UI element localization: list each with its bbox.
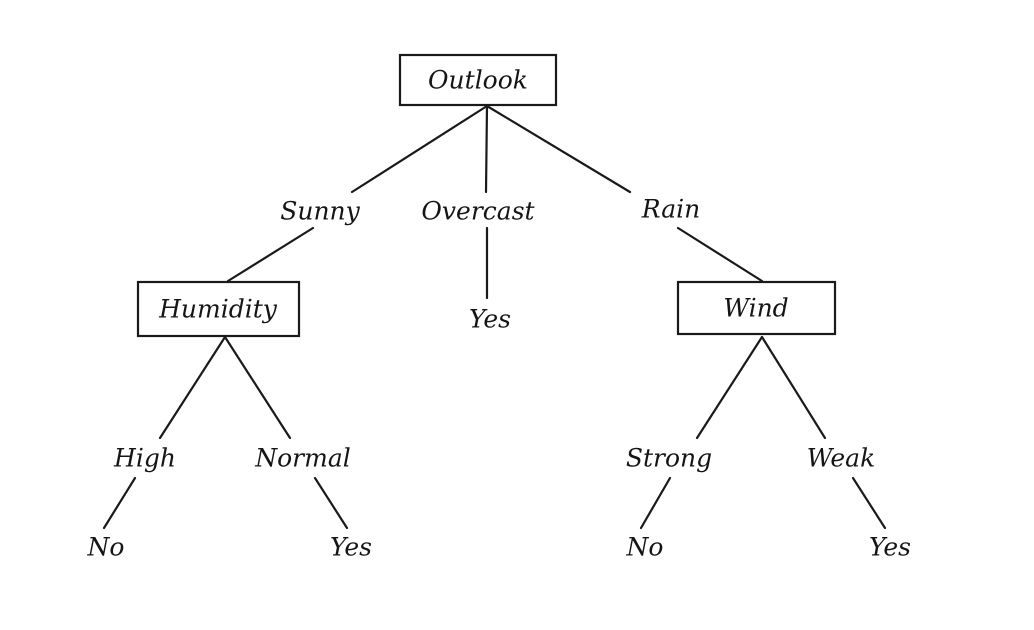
leaf-strong-no: No [626,533,664,562]
branch-label-weak: Weak [807,444,876,473]
node-wind-box [676,280,837,336]
branch-labels: Sunny Overcast Rain High Normal Strong W… [113,195,875,473]
edge-outlook-rain [485,104,632,194]
node-wind-label: Wind [723,294,788,323]
leaf-labels: Yes No Yes No Yes [87,305,911,562]
leaf-weak-yes: Yes [869,533,911,562]
branch-label-high: High [113,444,176,473]
branch-label-normal: Normal [254,444,350,473]
node-humidity: Humidity [136,280,301,338]
edge-wind-weak [760,335,827,440]
edge-outlook-overcast [484,104,489,194]
edge-rain-wind [676,226,764,283]
edge-sunny-humidity [226,226,315,283]
node-humidity-box [136,280,301,338]
edge-normal-yes [313,476,349,530]
node-outlook-box [398,53,558,107]
edge-high-no [102,476,137,530]
node-outlook: Outlook [398,53,558,107]
edge-weak-yes [851,476,887,530]
node-outlook-label: Outlook [428,66,528,95]
node-humidity-label: Humidity [158,295,278,324]
branch-label-strong: Strong [626,444,712,473]
edge-wind-strong [695,335,764,440]
branch-label-rain: Rain [641,195,700,224]
edge-humidity-high [158,335,227,440]
edge-outlook-sunny [350,104,489,194]
branch-label-overcast: Overcast [421,197,535,226]
node-wind: Wind [676,280,837,336]
branch-label-sunny: Sunny [280,197,360,226]
leaf-normal-yes: Yes [330,533,372,562]
leaf-high-no: No [87,533,125,562]
tree-edges [102,104,887,530]
leaf-overcast-yes: Yes [469,305,511,334]
edge-humidity-normal [223,335,292,440]
edge-strong-no [639,476,672,530]
